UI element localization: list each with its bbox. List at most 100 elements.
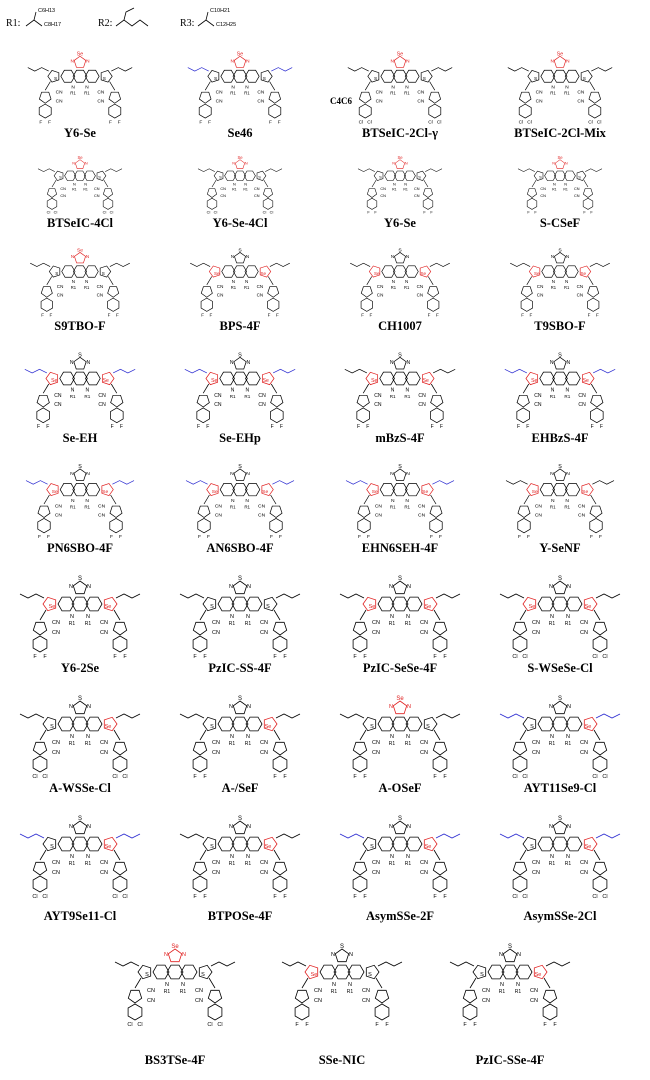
- sulfur-atom: S: [578, 176, 581, 180]
- selenium-atom: Se: [557, 51, 563, 57]
- fluorine-atom: F: [279, 534, 282, 540]
- sulfur-atom: S: [539, 176, 542, 180]
- nitrogen-atom: N: [69, 584, 73, 590]
- ring-bond: [432, 621, 448, 636]
- cyano-group: CN: [52, 620, 60, 626]
- ring-bond: [392, 700, 408, 715]
- ring-bond: [587, 286, 600, 298]
- nitrogen-atom: N: [70, 614, 74, 620]
- molecule-name: Se-EHp: [219, 431, 261, 445]
- cyano-group: CN: [535, 513, 543, 519]
- cyano-group: CN: [254, 194, 260, 198]
- r1-substituent: R1: [551, 285, 557, 290]
- nitrogen-atom: N: [182, 952, 186, 958]
- ring-bond: [472, 964, 487, 980]
- nitrogen-atom: N: [87, 584, 91, 590]
- nitrogen-atom: N: [407, 584, 411, 590]
- cyano-group: CN: [380, 194, 386, 198]
- nitrogen-atom: N: [86, 854, 90, 860]
- ring-bond: [362, 596, 377, 612]
- bond: [590, 494, 597, 505]
- ring-bond: [197, 505, 211, 518]
- ring-bond: [356, 407, 370, 424]
- ring-bond: [112, 875, 128, 893]
- nitrogen-atom: N: [331, 952, 335, 958]
- fluorine-atom: F: [39, 119, 42, 125]
- selenium-atom: Se: [260, 271, 266, 276]
- ring-bond: [234, 170, 246, 181]
- ring-bond: [404, 483, 421, 497]
- selenium-atom: Se: [77, 155, 83, 160]
- selenium-atom: Se: [422, 489, 428, 495]
- sulfur-atom: S: [54, 76, 57, 82]
- alkyl-chain: [265, 168, 283, 172]
- ring-bond: [217, 596, 235, 612]
- cyano-group: CN: [254, 187, 260, 191]
- fluorine-atom: F: [50, 312, 53, 317]
- nitrogen-atom: N: [246, 58, 250, 64]
- chlorine-atom: Cl: [263, 211, 267, 215]
- ring-bond: [405, 836, 423, 852]
- selenium-atom: Se: [105, 844, 112, 850]
- molecule-name: SSe-NIC: [318, 1053, 366, 1067]
- ring-bond: [127, 1003, 143, 1021]
- cyano-group: CN: [534, 393, 542, 399]
- cyano-group: CN: [55, 504, 63, 510]
- nitrogen-atom: N: [549, 824, 553, 830]
- nitrogen-atom: N: [232, 162, 235, 166]
- bond: [109, 81, 116, 91]
- cyano-group: CN: [374, 393, 382, 399]
- r1-substituent: R1: [404, 285, 410, 290]
- ring-bond: [263, 596, 278, 612]
- nitrogen-atom: N: [390, 471, 394, 477]
- fluorine-atom: F: [367, 534, 370, 540]
- r1-substituent: R1: [69, 621, 76, 627]
- ring-bond: [516, 407, 530, 424]
- cyano-group: CN: [260, 620, 268, 626]
- nitrogen-atom: N: [406, 854, 410, 860]
- ring-bond: [245, 596, 263, 612]
- r1-substituent: R1: [499, 989, 506, 995]
- ring-bond: [583, 596, 598, 612]
- fluorine-atom: F: [37, 424, 40, 430]
- ring-bond: [333, 964, 351, 980]
- alkyl-chain: [595, 593, 621, 599]
- ring-bond: [352, 755, 368, 773]
- alkyl-chain: [425, 168, 443, 172]
- sulfur-atom: S: [201, 972, 205, 978]
- nitrogen-atom: N: [391, 254, 394, 259]
- nitrogen-atom: N: [230, 614, 234, 620]
- ring-bond: [192, 755, 208, 773]
- cyano-group: CN: [375, 504, 383, 510]
- ring-bond: [73, 468, 87, 481]
- fluorine-atom: F: [199, 119, 202, 125]
- bond: [427, 276, 434, 285]
- ring-bond: [262, 197, 274, 210]
- cyano-group: CN: [52, 860, 60, 866]
- ring-bond: [96, 170, 107, 181]
- selenium-atom: Se: [372, 489, 378, 495]
- ring-bond: [379, 483, 396, 497]
- nitrogen-atom: N: [86, 58, 90, 64]
- ring-bond: [537, 716, 555, 732]
- sulfur-atom: S: [558, 248, 562, 254]
- cyano-group: CN: [537, 292, 544, 297]
- chlorine-atom: Cl: [54, 211, 58, 215]
- ring-bond: [217, 836, 235, 852]
- fluorine-atom: F: [590, 534, 593, 540]
- chlorine-atom: Cl: [122, 774, 127, 780]
- cyano-group: CN: [258, 393, 266, 399]
- ring-bond: [379, 371, 395, 386]
- ring-bond: [102, 188, 114, 198]
- fluorine-atom: F: [534, 211, 537, 215]
- ring-bond: [127, 989, 143, 1004]
- ring-bond: [72, 700, 88, 715]
- cyano-group: CN: [535, 504, 543, 510]
- ring-bond: [554, 252, 566, 264]
- ring-bond: [589, 505, 603, 518]
- nitrogen-atom: N: [69, 704, 73, 710]
